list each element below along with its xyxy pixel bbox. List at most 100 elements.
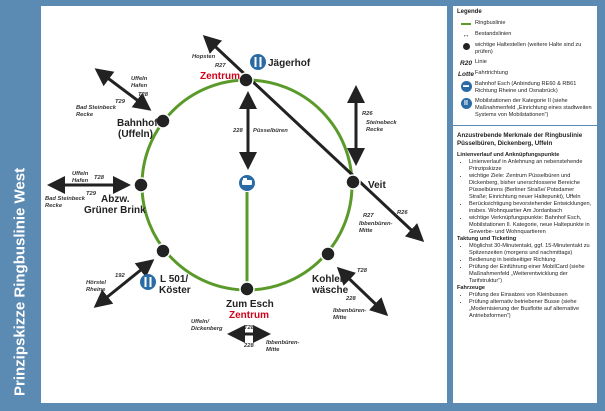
label-uffeln: Uffeln xyxy=(131,76,148,82)
label-228: 228 xyxy=(345,296,356,302)
label-r26: R26 xyxy=(362,111,373,117)
legend-panel: Legende Ringbuslinie ↔ Bestandslinien wi… xyxy=(453,6,597,403)
line-r27-r26-diagonal xyxy=(202,34,425,243)
legend-text: Mobilstationen der Kategorie II (siehe M… xyxy=(475,98,592,118)
station-label-bahnhof-sub: (Uffeln) xyxy=(118,129,153,140)
legend-text: Ringbuslinie xyxy=(475,20,506,26)
legend-item: wichtige Haltestellen (weitere Halte sin… xyxy=(457,42,593,56)
label-ibbenbueren: Ibbenbüren- xyxy=(266,340,300,346)
label-dickenberg: Dickenberg xyxy=(191,326,223,332)
station-label-bahnhof: Bahnhof xyxy=(117,118,158,129)
label-hoerstel: Hörstel xyxy=(86,280,106,286)
label-228: 228 xyxy=(243,343,254,349)
section-title: Taktung und Ticketing xyxy=(457,236,517,242)
label-puesselbueren: Püsselbüren xyxy=(253,128,288,134)
legend-text: Bestandslinien xyxy=(475,31,512,37)
legend-text: Bahnhof Esch (Anbindung RE60 & RB61 Rich… xyxy=(475,81,577,94)
section-title: Linienverlauf und Anknüpfungspunkte xyxy=(457,152,560,158)
label-bad-steinbeck: Bad Steinbeck xyxy=(45,196,86,202)
bullet: Berücksichtigung bevorstehender Entwickl… xyxy=(469,201,593,215)
label-ibbenbueren: Ibbenbüren- xyxy=(359,221,393,227)
legend-text: Fahrtrichtung xyxy=(475,70,508,76)
label-ibbenbueren: Ibbenbüren- xyxy=(333,308,367,314)
label-recke: Recke xyxy=(76,112,94,118)
bullet: Prüfung des Einsatzes von Kleinbussen xyxy=(469,292,593,299)
station-label-koester: Köster xyxy=(159,285,191,296)
train-icon: ▬ xyxy=(457,81,475,92)
station-label-abzw: Abzw. xyxy=(101,194,130,205)
features-title: Anzustrebende Merkmale der Ringbuslinie … xyxy=(457,132,583,147)
mobility-station-icon xyxy=(140,274,156,290)
label-mitte: Mitte xyxy=(359,228,373,234)
diagram-panel: Zentrum Jägerhof Bahnhof (Uffeln) Abzw. … xyxy=(41,6,447,403)
station-label-kohlen: Kohlen- xyxy=(312,274,349,285)
label-recke: Recke xyxy=(45,203,63,209)
label-t29: T29 xyxy=(86,191,97,197)
label-t28: T28 xyxy=(138,92,149,98)
mobility-station-icon: II xyxy=(457,98,475,109)
station-label-gruener-brink: Grüner Brink xyxy=(84,205,146,216)
stop-bahnhof xyxy=(155,113,171,129)
label-r27: R27 xyxy=(363,213,374,219)
label-t29: T29 xyxy=(115,99,126,105)
label-t28: T28 xyxy=(357,268,368,274)
bullet: Prüfung der Einführung einer MobilCard (… xyxy=(469,264,593,285)
label-uffeln: Uffeln xyxy=(72,171,89,177)
station-label-jaegerhof: Jägerhof xyxy=(268,58,311,69)
label-hafen: Hafen xyxy=(72,178,89,184)
station-label-waesche: wäsche xyxy=(311,285,349,296)
label-192: 192 xyxy=(115,273,125,279)
stop-zum-esch xyxy=(239,281,255,297)
label-t28: T28 xyxy=(94,175,105,181)
legend-text: wichtige Haltestellen (weitere Halte sin… xyxy=(475,42,582,55)
stop-kohlenwaesche xyxy=(320,246,336,262)
station-label-zentrum: Zentrum xyxy=(200,71,240,82)
section-title: Fahrzeuge xyxy=(457,285,485,291)
station-label-l501: L 501/ xyxy=(160,274,188,285)
stop-koester xyxy=(155,243,171,259)
legend-heading: Legende xyxy=(457,9,482,15)
train-icon xyxy=(239,175,255,191)
label-recke: Recke xyxy=(366,127,384,133)
label-t28: T28 xyxy=(244,325,255,331)
legend-item: ↔ Bestandslinien xyxy=(457,31,593,39)
legend-item: II Mobilstationen der Kategorie II (sieh… xyxy=(457,98,593,119)
bullet: Möglichst 30-Minutentakt, ggf. 15-Minute… xyxy=(469,243,593,257)
bullet: wichtige Verknüpfungspunkte: Bahnhof Esc… xyxy=(469,215,593,236)
bullet: Linienverlauf in Anlehnung an nebenstehe… xyxy=(469,159,593,173)
legend-item: Ringbuslinie xyxy=(457,20,593,28)
legend-item: Lotte Fahrtrichtung xyxy=(457,70,593,78)
station-label-veit: Veit xyxy=(368,180,386,191)
station-label-zum-esch: Zum Esch xyxy=(226,299,274,310)
arrow-kohlenwaesche xyxy=(336,266,389,317)
legend-symbol: R20 xyxy=(460,59,472,67)
label-mitte: Mitte xyxy=(266,347,280,353)
legend-item: ▬ Bahnhof Esch (Anbindung RE60 & RB61 Ri… xyxy=(457,81,593,95)
arrow-bahnhof xyxy=(94,68,152,111)
label-rheine: Rheine xyxy=(86,287,106,293)
label-228: 228 xyxy=(232,128,243,134)
label-steinebeck: Steinebeck xyxy=(366,120,397,126)
bullet: Prüfung alternativ betriebener Busse (si… xyxy=(469,299,593,320)
label-r26: R26 xyxy=(397,210,408,216)
label-uffeln: Uffeln/ xyxy=(191,319,210,325)
arrow-koester xyxy=(93,259,155,308)
label-mitte: Mitte xyxy=(333,315,347,321)
bullet: wichtige Ziele: Zentrum Püsselbüren und … xyxy=(469,173,593,201)
double-arrow-icon: ↔ xyxy=(462,31,470,39)
label-bad-steinbeck: Bad Steinbeck xyxy=(76,105,117,111)
legend-symbol: Lotte xyxy=(458,70,474,78)
bullet: Bedienung in beidseitiger Richtung xyxy=(469,257,593,264)
green-line-icon xyxy=(457,20,475,28)
station-label-esch-zentrum: Zentrum xyxy=(229,310,269,321)
legend-text: Linie xyxy=(475,59,487,65)
stop-zentrum xyxy=(238,72,254,88)
black-dot-icon xyxy=(457,42,475,50)
label-hafen: Hafen xyxy=(131,83,148,89)
features-section: Linienverlauf und Anknüpfungspunkte Lini… xyxy=(457,152,593,320)
label-hopsten: Hopsten xyxy=(192,54,216,60)
legend-item: R20 Linie xyxy=(457,59,593,67)
stop-veit xyxy=(345,174,361,190)
stop-gruener-brink xyxy=(133,177,149,193)
